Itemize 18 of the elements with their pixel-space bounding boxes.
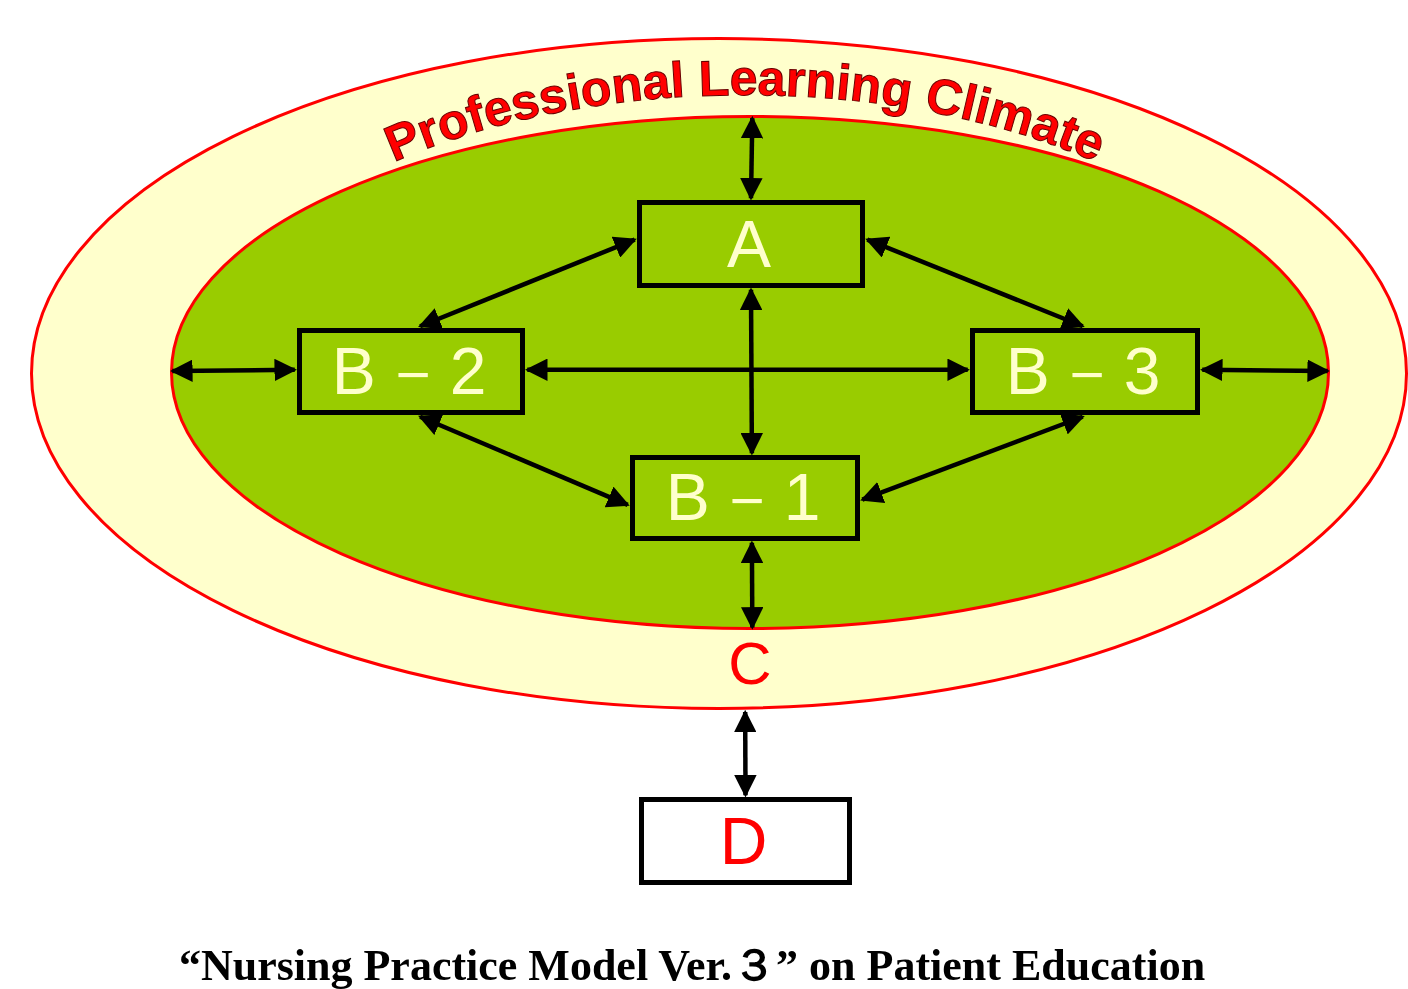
arrow bbox=[865, 236, 1085, 330]
process-box: B－1 bbox=[630, 455, 860, 541]
process-box: A bbox=[637, 200, 865, 288]
process-box: B－3 bbox=[970, 328, 1200, 415]
arrow bbox=[525, 358, 970, 381]
arrow bbox=[740, 115, 764, 201]
arrow bbox=[860, 413, 1085, 504]
arrow bbox=[734, 709, 757, 798]
arrow bbox=[170, 358, 297, 382]
arrow bbox=[740, 540, 764, 630]
arrow bbox=[418, 236, 637, 330]
arrow bbox=[1200, 358, 1330, 382]
arrow bbox=[739, 287, 764, 456]
process-box: D bbox=[639, 797, 852, 885]
process-box: B－2 bbox=[297, 328, 525, 415]
arrow bbox=[418, 414, 630, 508]
outer-ellipse bbox=[30, 37, 1408, 710]
ring-label: C bbox=[728, 634, 772, 694]
